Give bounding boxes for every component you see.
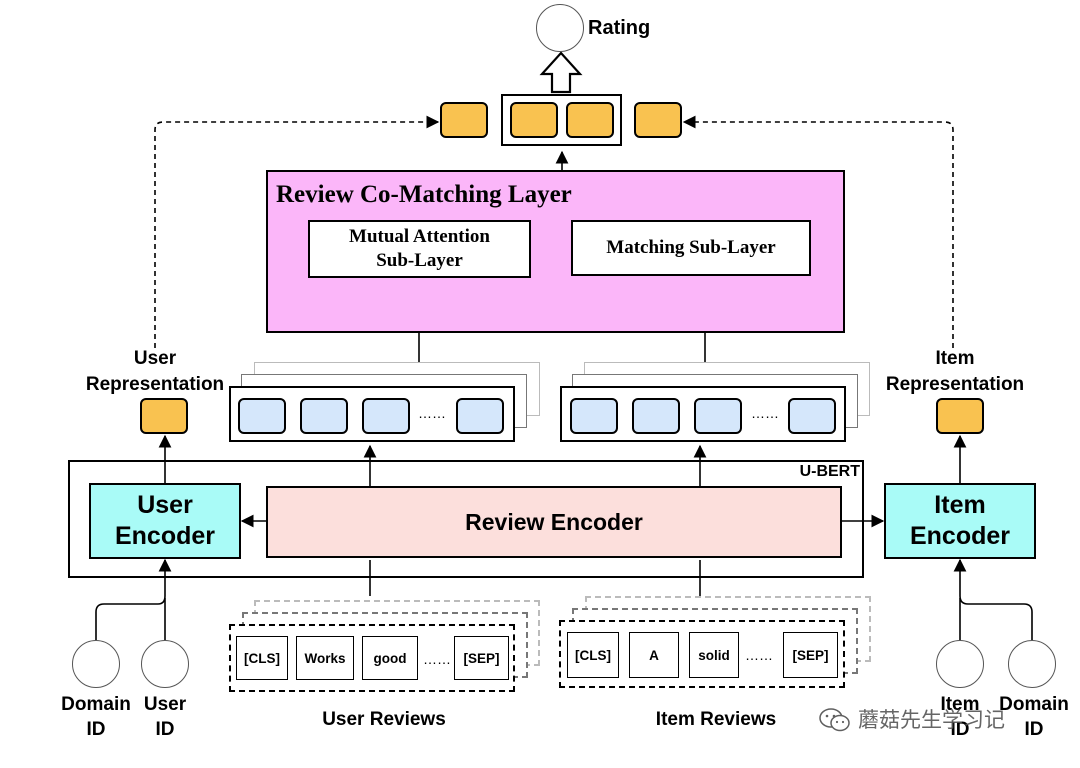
user-domain-id-node <box>72 640 120 688</box>
matching-sublayer: Matching Sub-Layer <box>571 220 811 276</box>
item-domain-id-node <box>1008 640 1056 688</box>
output-vector-item <box>634 102 682 138</box>
user-review-token: [SEP] <box>454 636 509 680</box>
user-review-token: good <box>362 636 418 680</box>
item-representation-vector <box>936 398 984 434</box>
review-encoder-label: Review Encoder <box>465 508 643 535</box>
item-review-token: [CLS] <box>567 632 619 678</box>
review-encoder: Review Encoder <box>266 486 842 558</box>
item-review-token: solid <box>689 632 739 678</box>
user-id-label: User ID <box>143 694 187 740</box>
user-review-ellipsis: …… <box>423 651 451 667</box>
matching-label: Matching Sub-Layer <box>606 237 776 258</box>
item-id-label: Item ID <box>940 694 980 740</box>
user-review-token: Works <box>296 636 354 680</box>
user-id-node <box>141 640 189 688</box>
item-seq-vector <box>570 398 618 434</box>
user-seq-vector <box>456 398 504 434</box>
user-domain-id-label: Domain ID <box>61 694 131 740</box>
item-domain-id-label: Domain ID <box>999 694 1069 740</box>
user-seq-vector <box>238 398 286 434</box>
user-reviews-label: User Reviews <box>322 709 446 730</box>
item-seq-vector <box>632 398 680 434</box>
output-vector-match-2 <box>566 102 614 138</box>
item-encoder-label: Item Encoder <box>909 491 1011 550</box>
item-seq-ellipsis: …… <box>751 405 779 421</box>
comatching-title: Review Co-Matching Layer <box>276 181 572 208</box>
rating-node <box>536 4 584 52</box>
item-id-node <box>936 640 984 688</box>
item-seq-vector <box>788 398 836 434</box>
user-representation-vector <box>140 398 188 434</box>
output-vector-match-1 <box>510 102 558 138</box>
item-review-ellipsis: …… <box>745 647 773 663</box>
item-reviews-label: Item Reviews <box>655 709 777 730</box>
item-representation-label: Item Representation <box>885 348 1025 395</box>
mutual-attention-sublayer: Mutual Attention Sub-Layer <box>308 220 531 278</box>
watermark-text: 蘑菇先生学习记 <box>858 708 1005 732</box>
user-representation-label: User Representation <box>85 348 225 395</box>
item-seq-vector <box>694 398 742 434</box>
item-encoder: Item Encoder <box>884 483 1036 559</box>
item-review-token: [SEP] <box>783 632 838 678</box>
output-vector-user <box>440 102 488 138</box>
user-review-token: [CLS] <box>236 636 288 680</box>
item-review-token: A <box>629 632 679 678</box>
user-encoder: User Encoder <box>89 483 241 559</box>
u-bert-frame <box>68 460 864 578</box>
user-seq-ellipsis: …… <box>418 405 446 421</box>
u-bert-label: U-BERT <box>799 463 860 480</box>
wechat-icon <box>818 706 852 734</box>
user-seq-vector <box>300 398 348 434</box>
mutual-attention-label: Mutual Attention Sub-Layer <box>349 226 490 271</box>
user-encoder-label: User Encoder <box>114 491 216 550</box>
user-seq-vector <box>362 398 410 434</box>
rating-label: Rating <box>588 17 651 39</box>
